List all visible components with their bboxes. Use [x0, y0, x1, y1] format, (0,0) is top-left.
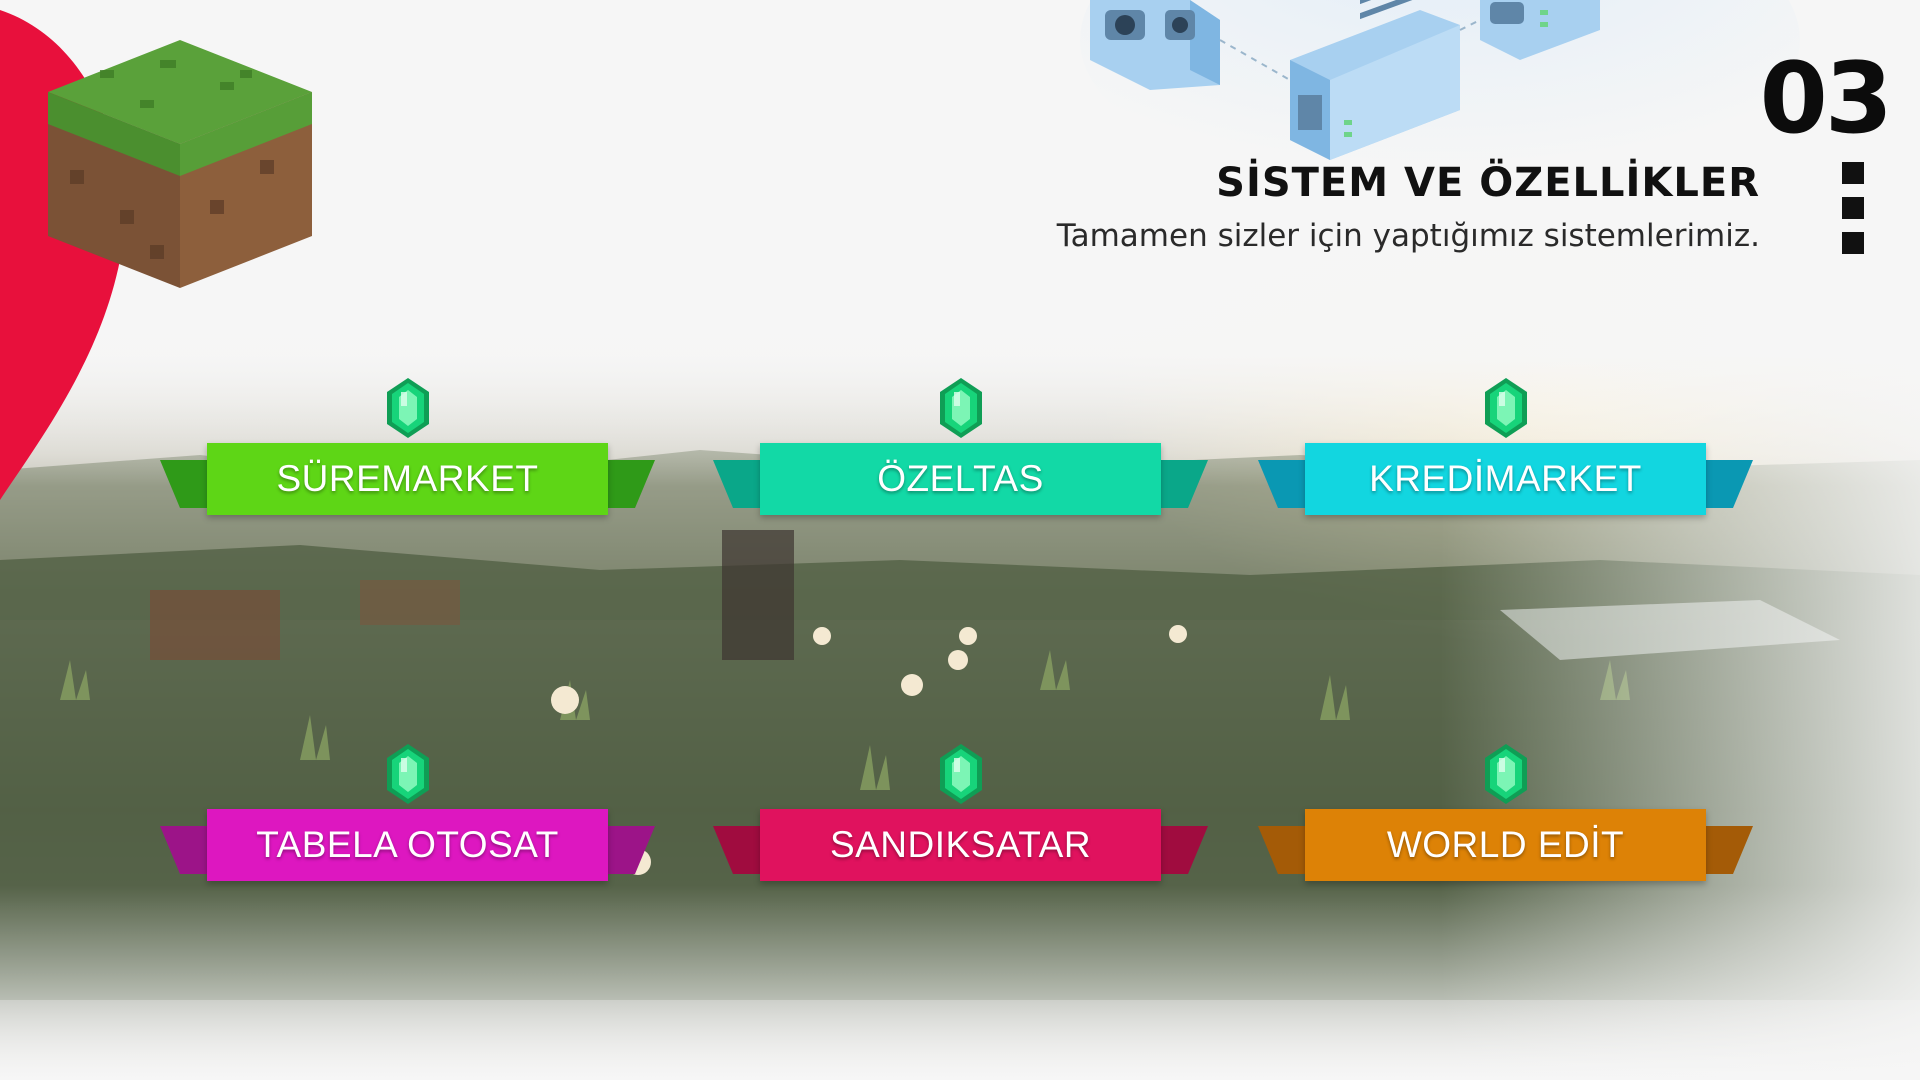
emerald-icon [940, 378, 982, 438]
server-icon [1480, 0, 1600, 60]
section-title: SİSTEM VE ÖZELLİKLER [1216, 160, 1760, 206]
feature-label: ÖZELTAS [877, 458, 1044, 499]
feature-ribbon-4: SANDIKSATAR [713, 744, 1208, 881]
ribbon-band: ÖZELTAS [760, 443, 1161, 515]
server-icon [1290, 0, 1460, 160]
dot [1842, 232, 1864, 254]
ribbon-band: KREDİMARKET [1305, 443, 1706, 515]
feature-ribbon-1: ÖZELTAS [713, 378, 1208, 515]
ribbon-wing [160, 460, 218, 508]
emerald-icon [387, 378, 429, 438]
ribbon-wing [1695, 460, 1753, 508]
ribbon-wing [1150, 460, 1208, 508]
ribbon-wing [1695, 826, 1753, 874]
decorative-dots [1842, 162, 1864, 267]
ribbon-wing [1258, 460, 1316, 508]
emerald-icon [940, 744, 982, 804]
feature-ribbon-5: WORLD EDİT [1258, 744, 1753, 881]
feature-label: WORLD EDİT [1386, 824, 1625, 865]
section-subtitle: Tamamen sizler için yaptığımız sistemler… [1056, 218, 1760, 254]
feature-label: TABELA OTOSAT [256, 824, 559, 865]
feature-label: SANDIKSATAR [829, 824, 1092, 865]
ribbon-wing [713, 460, 771, 508]
emerald-icon [1485, 744, 1527, 804]
ribbon-wing [597, 460, 655, 508]
dot [1842, 197, 1864, 219]
feature-ribbon-0: SÜREMARKET [160, 378, 655, 515]
ribbon-wing [1258, 826, 1316, 874]
server-icon [1090, 0, 1220, 90]
ribbon-band: TABELA OTOSAT [207, 809, 608, 881]
emerald-icon [387, 744, 429, 804]
ribbon-wing [713, 826, 771, 874]
feature-ribbon-2: KREDİMARKET [1258, 378, 1753, 515]
ribbon-wing [160, 826, 218, 874]
ribbon-band: SÜREMARKET [207, 443, 608, 515]
feature-label: KREDİMARKET [1369, 458, 1642, 499]
feature-label: SÜREMARKET [276, 458, 539, 499]
feature-ribbon-3: TABELA OTOSAT [160, 744, 655, 881]
section-header: SİSTEM VE ÖZELLİKLER Tamamen sizler için… [1057, 160, 1760, 254]
server-illustration [1080, 0, 1800, 170]
ribbon-wing [1150, 826, 1208, 874]
emerald-icon [1485, 378, 1527, 438]
grass-block-icon [48, 40, 312, 288]
section-number: 03 [1759, 42, 1893, 156]
ribbon-band: SANDIKSATAR [760, 809, 1161, 881]
ribbon-wing [597, 826, 655, 874]
dot [1842, 162, 1864, 184]
ribbon-band: WORLD EDİT [1305, 809, 1706, 881]
